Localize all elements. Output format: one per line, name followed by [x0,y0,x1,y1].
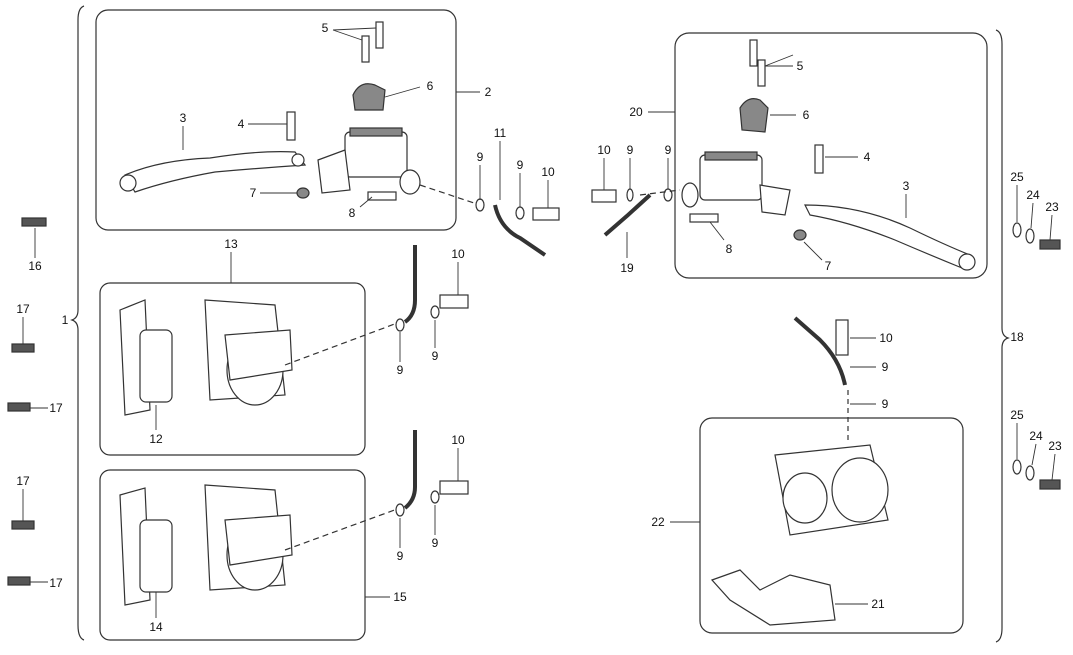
hose-11 [493,204,547,257]
master-cylinder-right [681,151,791,216]
callout-10: 10 [451,433,465,447]
callout-19: 19 [620,261,634,275]
callout-24: 24 [1029,429,1043,443]
brake-pad-21 [710,569,836,626]
brake-lever-left [119,151,307,193]
group-box-left-master-cylinder [95,9,457,231]
clamp-6-left [352,83,386,111]
callout-8: 8 [725,242,733,256]
callout-14: 14 [149,620,163,634]
group-box-caliper-13 [99,282,366,456]
washers-23-25 [1012,222,1061,490]
callout-25: 25 [1010,170,1024,184]
switch-8-left [367,191,397,201]
callout-9: 9 [431,349,439,363]
callout-15: 15 [393,590,407,604]
callout-22: 22 [651,515,665,529]
bolt-10-center-left [532,207,560,221]
callout-4: 4 [863,150,871,164]
left-brace [70,5,85,641]
washer-7-right [793,229,807,241]
bolt-10-15 [439,480,469,495]
master-cylinder-left [317,127,421,195]
callout-4: 4 [237,117,245,131]
hose-19 [603,193,652,237]
callout-24: 24 [1026,188,1040,202]
callout-7: 7 [249,186,257,200]
callout-9: 9 [476,150,484,164]
callout-12: 12 [149,432,163,446]
bolt-10-13 [439,294,469,309]
callout-23: 23 [1045,200,1059,214]
callout-17: 17 [49,576,63,590]
callout-2: 2 [484,85,492,99]
callout-5: 5 [796,59,804,73]
callout-9: 9 [664,143,672,157]
callout-8: 8 [348,206,356,220]
callout-1: 1 [61,313,69,327]
callout-10: 10 [597,143,611,157]
brake-lever-right [804,204,976,271]
callout-18: 18 [1010,330,1024,344]
hose-22 [793,316,847,386]
callout-21: 21 [871,597,885,611]
leader-lines [22,27,1056,618]
callout-9: 9 [431,536,439,550]
callout-10: 10 [451,247,465,261]
clamp-6-right [739,98,769,133]
right-brace [995,29,1010,643]
caliper-15 [119,484,293,606]
hose-15 [403,430,417,510]
bolts-5-left [361,21,384,63]
group-box-caliper-22 [699,417,964,634]
callout-6: 6 [802,108,810,122]
group-box-caliper-15 [99,469,366,641]
callout-23: 23 [1048,439,1062,453]
hose-13 [403,245,417,324]
callout-3: 3 [179,111,187,125]
switch-8-right [689,213,719,223]
callout-13: 13 [224,237,238,251]
callout-16: 16 [28,259,42,273]
callout-17: 17 [49,401,63,415]
callout-5: 5 [321,21,329,35]
callout-17: 17 [16,302,30,316]
callout-11: 11 [493,126,507,140]
bolts-5-right [749,39,766,87]
group-box-right-master-cylinder [674,32,988,279]
washer-7-left [296,187,310,199]
callout-9: 9 [396,549,404,563]
bolts-16-17 [7,217,47,586]
callout-9: 9 [396,363,404,377]
pin-4-left [286,111,296,141]
callout-3: 3 [902,179,910,193]
callout-9: 9 [626,143,634,157]
callout-9: 9 [881,360,889,374]
caliper-13 [119,299,293,416]
caliper-22 [774,444,889,536]
pin-4-right [814,144,824,174]
callout-9: 9 [881,397,889,411]
callout-10: 10 [541,165,555,179]
callout-6: 6 [426,79,434,93]
callout-17: 17 [16,474,30,488]
hose-dash-left [419,184,481,206]
callout-25: 25 [1010,408,1024,422]
callout-9: 9 [516,158,524,172]
callout-10: 10 [879,331,893,345]
callout-7: 7 [824,259,832,273]
callout-20: 20 [629,105,643,119]
